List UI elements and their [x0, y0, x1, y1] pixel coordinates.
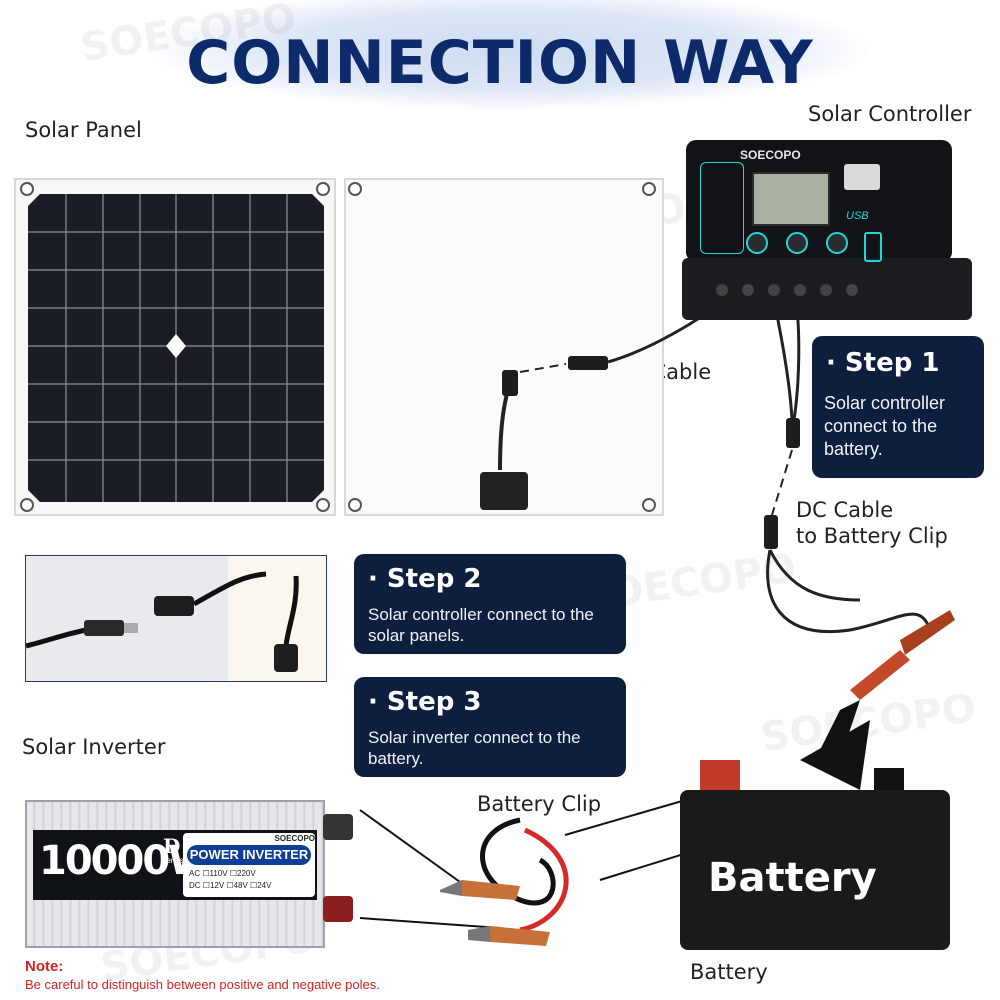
mount-hole-icon: [20, 182, 34, 196]
step-2-text-line: solar panels.: [368, 626, 465, 645]
step-3-text-line: battery.: [368, 749, 424, 768]
dc-cable-battery-clip-label: DC Cable to Battery Clip: [796, 497, 948, 549]
step-3-box: · Step 3 Solar inverter connect to the b…: [354, 677, 626, 777]
solar-cells-icon: [28, 194, 324, 502]
negative-terminal-icon: [323, 814, 353, 840]
usb-label: USB: [846, 210, 869, 222]
step-3-text: Solar inverter connect to the battery.: [368, 727, 620, 769]
battery-indicator-icon: [864, 232, 882, 262]
mount-hole-icon: [316, 182, 330, 196]
inverter-info-card: SOECOPO POWER INVERTER AC ☐110V ☐220V DC…: [183, 833, 315, 897]
inverter-series: D: [163, 834, 181, 858]
usb-port-icon: [844, 164, 880, 190]
terminal-icon: [768, 284, 780, 296]
controller-brand: SOECOPO: [740, 148, 801, 162]
inverter-dc-line: DC ☐12V ☐48V ☐24V: [189, 881, 272, 890]
step-2-text: Solar controller connect to the solar pa…: [368, 604, 620, 646]
mount-hole-icon: [316, 498, 330, 512]
mount-hole-icon: [348, 498, 362, 512]
step-1-text-line: battery.: [824, 439, 883, 459]
step-1-title: · Step 1: [826, 348, 940, 378]
inverter-product: POWER INVERTER: [187, 845, 311, 865]
step-2-text-line: Solar controller connect to the: [368, 605, 594, 624]
solar-panel-label: Solar Panel: [25, 118, 142, 142]
terminal-icon: [846, 284, 858, 296]
mount-hole-icon: [642, 182, 656, 196]
step-2-box: · Step 2 Solar controller connect to the…: [354, 554, 626, 654]
step-1-text-line: connect to the: [824, 416, 938, 436]
note-text: Be careful to distinguish between positi…: [25, 977, 380, 992]
step-1-box: · Step 1 Solar controller connect to the…: [812, 336, 984, 478]
step-3-text-line: Solar inverter connect to the: [368, 728, 581, 747]
mount-hole-icon: [20, 498, 34, 512]
dc-plug-icon: [26, 571, 299, 672]
junction-box-icon: [480, 472, 528, 510]
page-title: CONNECTION WAY: [186, 28, 814, 98]
battery-body: [680, 790, 950, 950]
power-inverter: 10000W D Series SOECOPO POWER INVERTER A…: [25, 800, 357, 948]
note-title: Note:: [25, 958, 64, 975]
menu-button: [746, 232, 768, 254]
solar-panel-front: [14, 178, 336, 516]
terminal-icon: [742, 284, 754, 296]
mount-hole-icon: [348, 182, 362, 196]
positive-terminal-icon: [323, 896, 353, 922]
solar-controller: SOECOPO USB: [682, 140, 972, 320]
mount-hole-icon: [642, 498, 656, 512]
dc-cable-battery-clip-line: DC Cable: [796, 498, 894, 522]
solar-controller-label: Solar Controller: [808, 102, 972, 126]
terminal-icon: [820, 284, 832, 296]
step-1-text-line: Solar controller: [824, 393, 946, 413]
lcd-display: [752, 172, 830, 226]
solar-inverter-label: Solar Inverter: [22, 735, 166, 759]
battery-unit: Battery: [680, 760, 950, 950]
terminal-icon: [794, 284, 806, 296]
step-3-title: · Step 3: [368, 687, 482, 717]
connector-photo: [25, 555, 327, 682]
battery-text: Battery: [708, 855, 877, 901]
down-button: [826, 232, 848, 254]
dc-cable-battery-clip-line: to Battery Clip: [796, 524, 948, 548]
up-button: [786, 232, 808, 254]
inverter-label-panel: 10000W D Series SOECOPO POWER INVERTER A…: [33, 830, 317, 900]
battery-label: Battery: [690, 960, 768, 984]
step-1-text: Solar controller connect to the battery.: [824, 392, 982, 461]
inverter-series-sub: Series: [161, 856, 184, 865]
step-2-title: · Step 2: [368, 564, 482, 594]
inverter-ac-line: AC ☐110V ☐220V: [189, 869, 256, 878]
status-icons-panel: [700, 162, 744, 254]
solar-panel-back: [344, 178, 664, 516]
battery-clip-label: Battery Clip: [477, 792, 602, 816]
terminal-icon: [716, 284, 728, 296]
inverter-brand: SOECOPO: [274, 834, 315, 843]
title-brush-background: [150, 0, 870, 110]
positive-clip-icon: [700, 760, 740, 790]
